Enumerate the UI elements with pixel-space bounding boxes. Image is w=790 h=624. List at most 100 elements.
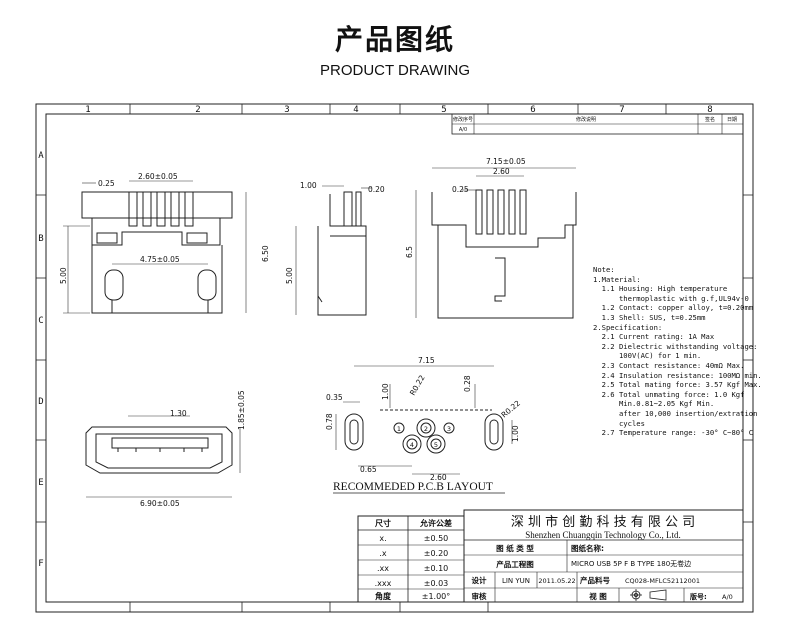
pcb-dimlines: [335, 365, 513, 475]
row-label: E: [38, 478, 43, 488]
col-label: 2: [195, 105, 200, 115]
tol-cell: ±0.50: [424, 534, 449, 543]
title-block: [463, 509, 744, 603]
dim-text: 2.60: [430, 473, 447, 482]
note-line: after 10,000 insertion/extration: [593, 408, 758, 418]
projection-symbol-icon: [630, 589, 667, 601]
design-date: 2011.05.22: [538, 577, 575, 585]
outer-frame: [35, 103, 754, 613]
tol-cell: ±0.10: [424, 564, 449, 573]
dim-text: 1.00: [511, 425, 520, 442]
dim-text: 7.15±0.05: [486, 157, 526, 166]
rev-col-no: 修改序号: [453, 116, 473, 123]
dim-text: 6.90±0.05: [140, 499, 180, 508]
tol-cell: ±0.20: [424, 549, 449, 558]
tolerance-table: 尺寸 允许公差 x. ±0.50 .x ±0.20 .xx ±0.10 .xxx…: [357, 515, 465, 603]
dim-text: R0.22: [408, 373, 427, 397]
col-label: 6: [530, 105, 535, 115]
rev-col-date: 日期: [727, 117, 737, 123]
tol-cell: ±0.03: [424, 579, 449, 588]
dim-text: 5.00: [285, 267, 294, 284]
note-line: 2.4 Insulation resistance: 100MΩ min.: [593, 370, 762, 380]
pin-label: 1: [397, 425, 401, 433]
company-name-en: Shenzhen Chuangqin Technology Co., Ltd.: [525, 530, 680, 540]
col-label: 3: [284, 105, 289, 115]
pcb-caption: RECOMMEDED P.C.B LAYOUT: [333, 481, 493, 493]
tol-cell: .x: [379, 549, 387, 558]
designer-name: LIN YUN: [502, 577, 530, 585]
row-label: C: [38, 316, 43, 326]
pin-label: 3: [447, 425, 451, 433]
dim-text: 2.60: [493, 167, 510, 176]
note-line: 2.7 Temperature range: -30° C~80° C: [593, 428, 754, 438]
note-line: Note:: [593, 265, 615, 274]
rev-row-1: A/0: [459, 127, 467, 133]
pin-label: 4: [410, 441, 414, 449]
tol-cell: 角度: [375, 591, 392, 601]
dim-text: 1.85±0.05: [237, 390, 246, 430]
front-view-dimlines: [63, 180, 247, 314]
pin-label: 5: [434, 441, 438, 449]
mating-face-view: [85, 426, 233, 474]
note-line: 1.1 Housing: High temperature: [593, 284, 728, 294]
note-line: 1.2 Contact: copper alloy, t=0.20mm: [593, 303, 754, 313]
row-label: A: [38, 151, 44, 161]
design-label: 设计: [472, 575, 487, 585]
tol-cell: x.: [379, 534, 386, 543]
dim-text: 1.00: [381, 383, 390, 400]
row-label: F: [38, 559, 43, 569]
tol-cell: .xx: [377, 564, 389, 573]
note-line: 2.5 Total mating force: 3.57 Kgf Max.: [593, 380, 762, 390]
note-line: 1.Material:: [593, 274, 641, 284]
drawing-name-label: 图纸名称:: [571, 543, 604, 553]
front-view: [81, 191, 233, 314]
drawing-type-label: 图 纸 类 型: [496, 543, 534, 553]
dim-text: 1.00: [300, 181, 317, 190]
dim-text: 6.5: [405, 246, 414, 258]
col-label: 7: [619, 105, 624, 115]
revision-table: 修改序号 修改说明 签名 日期 A/0: [451, 113, 744, 135]
rear-view: [431, 189, 577, 319]
company-name-cn: 深 圳 市 创 勤 科 技 有 限 公 司: [511, 514, 695, 530]
note-line: thermoplastic with g.f,UL94v-0: [593, 293, 749, 303]
dim-text: R0.22: [500, 398, 523, 419]
note-line: 1.3 Shell: SUS, t=0.25mm: [593, 312, 706, 322]
note-line: 2.6 Total unmating force: 1.0 Kgf: [593, 389, 745, 399]
col-label: 1: [85, 105, 90, 115]
pcb-layout: [344, 409, 504, 454]
dim-text: 7.15: [418, 356, 435, 365]
tol-cell: ±1.00°: [422, 592, 451, 601]
tol-header-size: 尺寸: [375, 518, 391, 528]
part-no: CQ028-MFLC52112001: [625, 577, 700, 585]
mating-face-dimlines: [86, 415, 241, 498]
product-drawing-label: 产品工程图: [496, 559, 534, 569]
col-label: 8: [707, 105, 712, 115]
note-line: 2.2 Dielectric withstanding voltage:: [593, 341, 758, 351]
col-label: 5: [441, 105, 446, 115]
dim-text: 4.75±0.05: [140, 255, 180, 264]
note-line: 100V(AC) for 1 min.: [593, 351, 702, 361]
dim-text: 6.50: [261, 245, 270, 262]
page-title-en: PRODUCT DRAWING: [320, 62, 470, 79]
tol-cell: .xxx: [375, 579, 392, 588]
rev-col-sign: 签名: [705, 116, 715, 123]
view-label: 视 图: [589, 591, 607, 601]
frame-grid-ticks: [36, 104, 753, 612]
note-line: 2.1 Current rating: 1A Max: [593, 332, 715, 342]
tol-header-tol: 允许公差: [419, 518, 452, 528]
dim-text: 0.25: [452, 185, 469, 194]
rev-label: 版号:: [690, 592, 707, 601]
product-name: MICRO USB 5P F B TYPE 180无卷边: [571, 559, 691, 568]
dim-text: 5.00: [59, 267, 68, 284]
dim-text: 0.28: [463, 375, 472, 392]
dim-text: 1.30: [170, 409, 187, 418]
dim-text: 0.65: [360, 465, 377, 474]
check-label: 审核: [472, 591, 487, 601]
row-label: B: [38, 234, 43, 244]
rev-col-desc: 修改说明: [576, 116, 596, 123]
note-line: Min.0.81~2.05 Kgf Min.: [593, 399, 715, 409]
pin-label: 2: [424, 425, 428, 433]
part-no-label: 产品料号: [580, 575, 610, 585]
side-view: [317, 191, 367, 316]
